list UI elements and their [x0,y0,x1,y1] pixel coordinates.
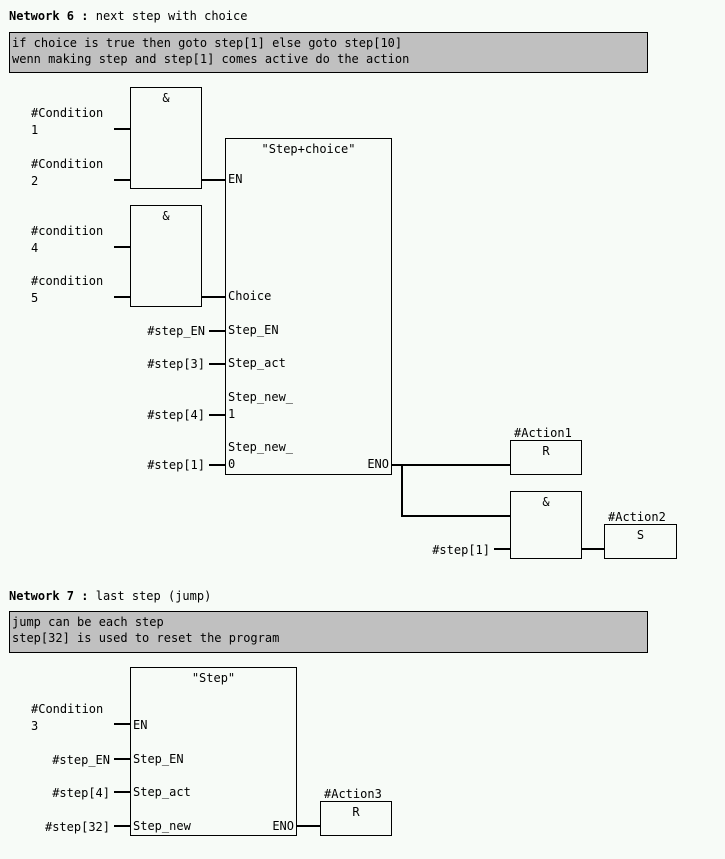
step-choice-function-block[interactable]: "Step+choice" EN Choice Step_EN Step_act… [225,138,392,475]
input-step-new-1-wire [209,414,225,416]
pin-step-new-1-line1: Step_new_ [228,390,294,404]
step-choice-block-name: "Step+choice" [261,142,356,156]
step-input-step-en[interactable]: #step_EN [52,753,110,767]
pin-choice: Choice [228,289,272,303]
pin-step-new-0-line1: Step_new_ [228,440,294,454]
and2-output-wire [202,296,226,298]
and2-input1-label-line1: #condition [31,224,104,238]
step-en-wire [114,723,130,725]
coil3-symbol: R [352,805,360,819]
eno-output-wire [392,464,511,466]
step-block-name: "Step" [191,671,236,685]
and2-input1-label-line2: 4 [31,241,39,255]
reset-coil-action3[interactable]: R [320,801,392,836]
reset-coil-action1[interactable]: R [510,440,582,475]
and-block-2-symbol: & [162,209,170,223]
input-step-en[interactable]: #step_EN [147,324,205,338]
input-step-new-0-wire [209,464,225,466]
and1-input1-label-line1: #Condition [31,106,104,120]
step-pin-step-act: Step_act [133,785,191,799]
and2-input2-label-line2: 5 [31,291,39,305]
step-en-label-line1[interactable]: #Condition [31,702,104,716]
step-eno-wire [297,825,320,827]
step-input-step-act[interactable]: #step[4] [52,786,110,800]
input-step-act-wire [209,363,225,365]
network6-title: next step with choice [95,9,248,23]
network7-title: last step (jump) [95,589,212,603]
input-step-act[interactable]: #step[3] [147,357,205,371]
network7-comment[interactable]: jump can be each step step[32] is used t… [9,611,648,653]
coil1-operand: #Action1 [514,426,572,440]
and1-input2-label-line1: #Condition [31,157,104,171]
and3-input1-wire [401,515,511,517]
network6-comment-line2: wenn making step and step[1] comes activ… [12,52,410,66]
step-input-step-new[interactable]: #step[32] [44,820,110,834]
step-input-step-en-wire [114,758,130,760]
step-en-label-line2[interactable]: 3 [31,719,39,733]
and2-input1-wire [114,246,130,248]
and2-input2-wire [114,296,130,298]
coil2-symbol: S [636,528,645,542]
network6-label: Network 6 [9,9,75,23]
and1-input2-wire [114,179,130,181]
set-coil-action2[interactable]: S [604,524,677,559]
step-input-step-act-wire [114,791,130,793]
and1-input2-label-line2: 2 [31,174,39,188]
pin-eno: ENO [367,457,389,471]
network6-comment-line1: if choice is true then goto step[1] else… [12,36,403,50]
and-block-3-symbol: & [542,495,550,509]
input-step-new-1[interactable]: #step[4] [147,408,205,422]
input-step-en-wire [209,330,225,332]
network7-comment-line1: jump can be each step [12,615,164,629]
step-function-block[interactable]: "Step" EN Step_EN Step_act Step_new ENO [130,667,297,836]
step-pin-eno: ENO [272,819,294,833]
and3-input2-label[interactable]: #step[1] [432,543,490,557]
and1-input1-label-line2: 1 [31,123,39,137]
coil2-operand: #Action2 [608,510,666,524]
step-input-step-new-wire [114,825,130,827]
network6-comment[interactable]: if choice is true then goto step[1] else… [9,32,648,73]
and1-input1-wire [114,128,130,130]
input-step-new-0[interactable]: #step[1] [147,458,205,472]
coil1-symbol: R [542,444,550,458]
coil3-operand: #Action3 [324,787,382,801]
step-pin-step-new: Step_new [133,819,191,833]
network6-header[interactable]: Network 6 : next step with choice [9,9,248,23]
and3-input2-wire [494,548,510,550]
step-pin-en: EN [133,718,148,732]
and-block-3[interactable]: & [510,491,582,559]
pin-step-new-0-line2: 0 [228,457,236,471]
and1-output-wire [202,179,226,181]
network7-label: Network 7 [9,589,75,603]
and-block-1-symbol: & [162,91,170,105]
and2-input2-label-line1: #condition [31,274,104,288]
pin-en: EN [228,172,243,186]
pin-step-act: Step_act [228,356,286,370]
eno-branch-wire [401,464,403,517]
and-block-1[interactable]: & [130,87,202,189]
and-block-2[interactable]: & [130,205,202,307]
and3-output-wire [582,548,605,550]
network7-header[interactable]: Network 7 : last step (jump) [9,589,212,603]
step-pin-step-en: Step_EN [133,752,184,766]
network7-comment-line2: step[32] is used to reset the program [12,631,280,645]
pin-step-en: Step_EN [228,323,279,337]
pin-step-new-1-line2: 1 [228,407,236,421]
